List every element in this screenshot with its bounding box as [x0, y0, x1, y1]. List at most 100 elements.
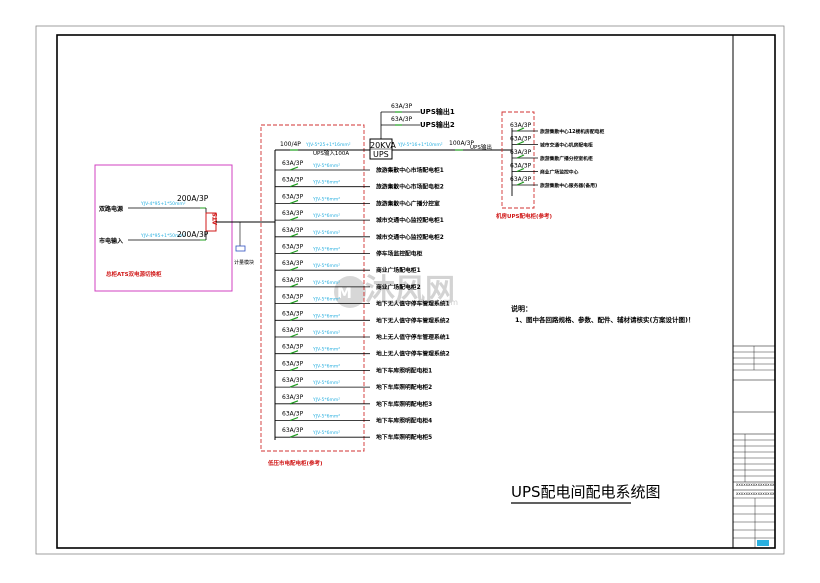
feeder-cable: YJV-5*6mm²	[312, 180, 340, 186]
ups-branch-breaker: 63A/3P	[510, 163, 532, 170]
feeder-row: 63A/3P YJV-5*6mm² 地下车库照明配电柜5	[275, 427, 432, 441]
feeder-label: 地下车库照明配电柜5	[376, 433, 432, 441]
feeder-cable: YJV-5*6mm²	[312, 297, 340, 303]
breaker-icon	[516, 140, 525, 146]
feeder-breaker: 63A/3P	[282, 210, 304, 217]
feeder-row: 63A/3P YJV-5*6mm² 城市交通中心监控配电柜1	[275, 210, 444, 224]
feeder-cable: YJV-5*6mm²	[312, 247, 340, 253]
feeder-label: 旅游集散中心市场配电柜2	[376, 183, 444, 191]
breaker-icon	[289, 183, 299, 188]
watermark-url: www.mfcad.com	[392, 298, 458, 307]
breaker-icon	[516, 181, 525, 186]
ups-bypass1-breaker: 63A/3P	[391, 103, 413, 110]
feeder-breaker: 63A/3P	[282, 160, 304, 167]
feeder-cable: YJV-5*6mm²	[312, 430, 340, 436]
feeder-label: 城市交通中心监控配电柜2	[376, 233, 444, 241]
feeder-label: 地下车库照明配电柜2	[376, 383, 432, 391]
feeder-label: 旅游集散中心广播分控室	[376, 199, 440, 207]
incoming-cable1: YJV-4*95+1*50mm²	[140, 201, 186, 207]
feeder-breaker: 63A/3P	[282, 394, 304, 401]
feeder-row: 63A/3P YJV-5*6mm² 地下车库照明配电柜3	[275, 394, 432, 408]
feeder-breaker: 63A/3P	[282, 327, 304, 334]
ups-label-top: 20KVA	[370, 141, 396, 150]
ats-label: ATS	[212, 212, 219, 225]
feeder-cable: YJV-5*6mm²	[312, 230, 340, 236]
feeder-breaker: 63A/3P	[282, 377, 304, 384]
feeder-cable: YJV-5*6mm²	[312, 414, 340, 420]
drawing-frame	[56, 34, 776, 549]
breaker-icon	[289, 300, 299, 305]
feeder-cable: YJV-5*6mm²	[312, 213, 340, 219]
watermark: M 沐风网 www.mfcad.com	[334, 273, 458, 308]
title-block-project: XXXXXXXXXXXXXXXX	[736, 492, 775, 496]
main-panel-caption: 低压市电配电柜(参考)	[267, 459, 323, 467]
ups-bypass1-label: UPS输出1	[420, 107, 455, 116]
paper-border	[35, 25, 785, 555]
ups-branch-row: 63A/3P 旅游集散中心服务器(备用)	[510, 176, 597, 189]
ups-branch-label: 城市交通中心机房配电柜	[540, 142, 593, 149]
main-cable: YJV-5*25+1*16mm²	[305, 142, 351, 148]
feeder-cable: YJV-5*6mm²	[312, 380, 340, 386]
breaker-icon	[289, 383, 299, 388]
feeder-cable: YJV-5*6mm²	[312, 196, 340, 202]
feeder-label: 城市交通中心监控配电柜1	[376, 216, 444, 224]
drawing-title-group: UPS配电间配电系统图	[511, 483, 661, 504]
main-ups-label: UPS输入100A	[313, 149, 349, 157]
breaker-icon	[289, 283, 299, 288]
breaker-icon	[516, 127, 525, 132]
feeder-cable: YJV-5*6mm²	[312, 280, 340, 286]
feeder-breaker: 63A/3P	[282, 427, 304, 434]
feeder-cable: YJV-5*6mm²	[312, 347, 340, 353]
main-panel-box	[260, 124, 365, 452]
feeder-breaker: 63A/3P	[282, 411, 304, 418]
meter-label: 计量模块	[234, 259, 254, 266]
feeder-label: 地下车库照明配电柜3	[376, 400, 432, 408]
feeder-label: 地上无人值守停车管理系统2	[376, 350, 450, 358]
feeder-label: 地下车库照明配电柜1	[376, 366, 432, 374]
feeder-cable: YJV-5*6mm²	[312, 330, 340, 336]
ups-branch-list: 63A/3P旅游集散中心12楼机房配电柜63A/3P城市交通中心机房配电柜63A…	[510, 122, 604, 189]
breaker-icon	[289, 366, 299, 371]
meter-icon	[235, 245, 246, 252]
feeder-row: 63A/3P YJV-5*6mm² 地下车库照明配电柜2	[275, 377, 432, 391]
feeder-cable: YJV-5*6mm²	[312, 313, 340, 319]
ups-branch-breaker: 63A/3P	[510, 176, 532, 183]
feeder-cable: YJV-5*6mm²	[312, 397, 340, 403]
ups-branch-label: 商业广场监控中心	[540, 169, 579, 176]
ups-panel-box	[501, 111, 535, 209]
feeder-label: 商业广场配电柜1	[376, 266, 421, 274]
feeder-cable: YJV-5*6mm²	[312, 263, 340, 269]
incoming-box-caption: 总柜ATS双电源切换柜	[106, 270, 162, 278]
feeder-label: 商业广场配电柜2	[376, 283, 421, 291]
drawing-title: UPS配电间配电系统图	[511, 483, 661, 501]
breaker-icon	[289, 400, 299, 405]
incoming-breaker1: 200A/3P	[177, 194, 209, 203]
note-line: 1、图中各回路规格、参数、配件、辅材请核实(方案设计图)！	[515, 315, 694, 324]
incoming-line2-label: 市电输入	[99, 237, 123, 245]
breaker-icon	[289, 266, 299, 271]
notes: 说明： 1、图中各回路规格、参数、配件、辅材请核实(方案设计图)！	[511, 304, 694, 324]
breaker-icon	[289, 166, 299, 171]
ups-branch-label: 旅游集散中心服务器(备用)	[540, 182, 597, 189]
breaker-icon	[289, 333, 299, 338]
incoming-section: 双路电源 市电输入 YJV-4*95+1*50mm² YJV-4*95+1*50…	[94, 164, 275, 292]
ups-out-label: UPS输出	[470, 143, 492, 151]
breaker-icon	[289, 316, 299, 321]
ups-branch-breaker: 63A/3P	[510, 122, 532, 129]
ups-branch-label: 旅游集散广播分控室机柜	[540, 155, 593, 162]
feeder-cable: YJV-5*6mm²	[312, 163, 340, 169]
feeder-breaker: 63A/3P	[282, 360, 304, 367]
feeder-label: 地下无人值守停车管理系统2	[376, 316, 450, 324]
